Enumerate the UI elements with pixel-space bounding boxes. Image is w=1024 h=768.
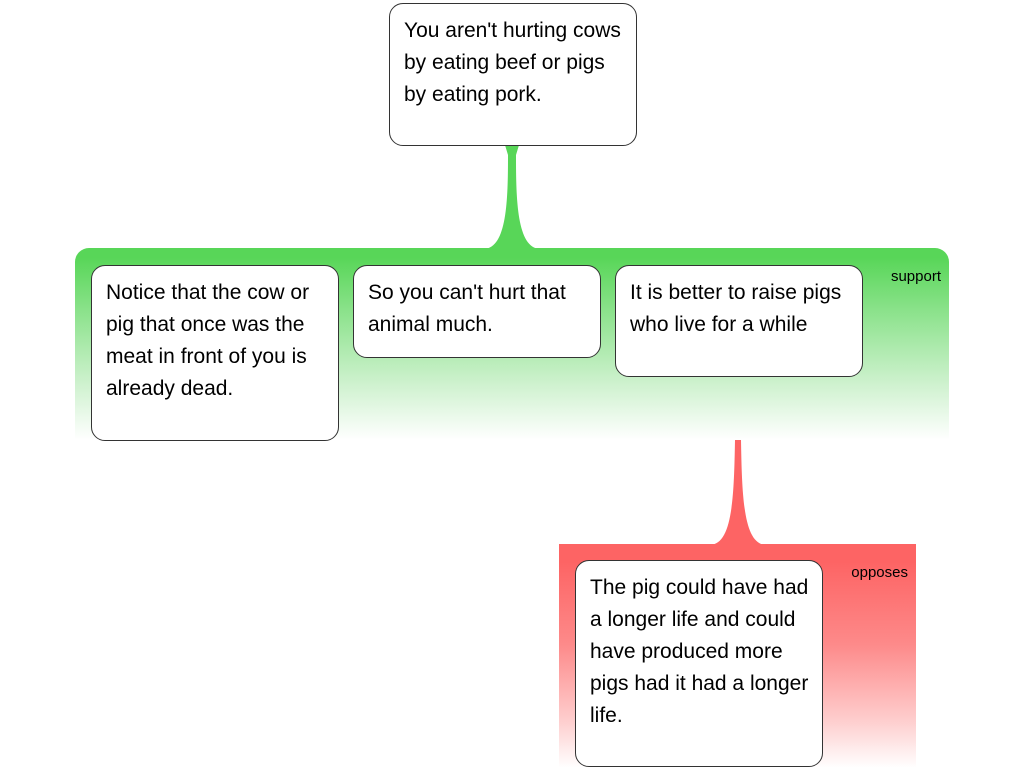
claim-box[interactable]: You aren't hurting cows by eating beef o… <box>389 3 637 146</box>
support-label: support <box>890 268 941 285</box>
opposes-label: opposes <box>851 564 908 581</box>
opposes-premise-box[interactable]: The pig could have had a longer life and… <box>575 560 823 767</box>
support-premise-box[interactable]: So you can't hurt that animal much. <box>353 265 601 358</box>
support-premise-box[interactable]: It is better to raise pigs who live for … <box>615 265 863 377</box>
support-connector <box>484 145 540 249</box>
opposes-connector <box>710 390 766 545</box>
support-premise-box[interactable]: Notice that the cow or pig that once was… <box>91 265 339 441</box>
